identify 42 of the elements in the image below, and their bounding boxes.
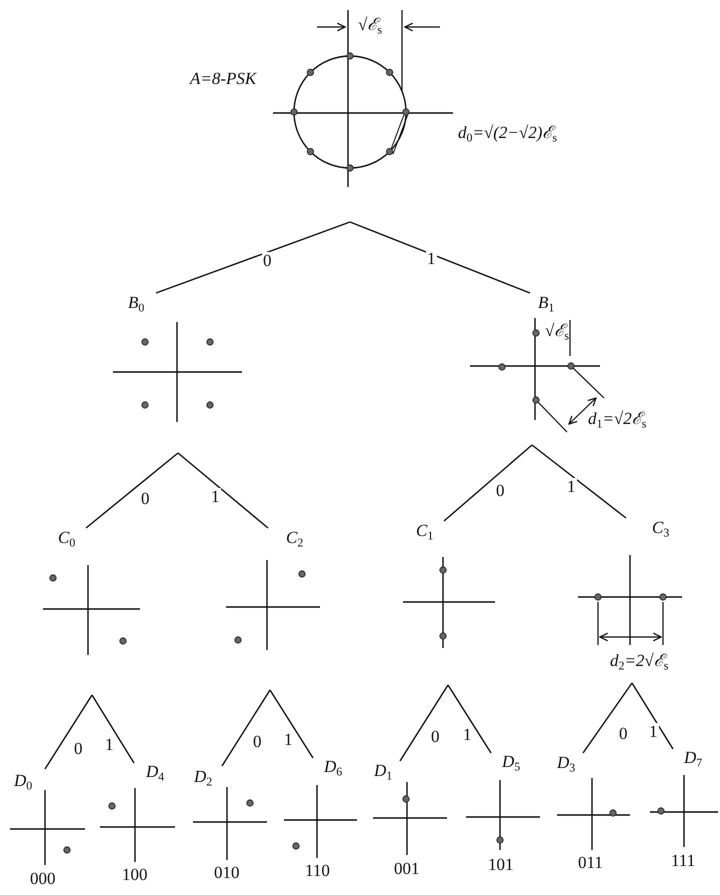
tree-branch — [582, 682, 633, 754]
subset-label: B$_{0}$ — [128, 294, 144, 315]
tree-branch — [447, 684, 492, 754]
subset-label: D$_{6}$ — [324, 758, 342, 779]
bit-label: 001 — [394, 860, 420, 879]
subset-label: B$_{1}$ — [538, 294, 554, 315]
subset-label: A=8-PSK — [190, 70, 256, 89]
bit-label: 000 — [30, 870, 56, 889]
tree-branch — [91, 694, 135, 764]
subset-label: D$_{5}$ — [502, 753, 520, 774]
subset-label: C$_{1}$ — [416, 522, 434, 543]
tree-branch — [86, 452, 178, 529]
bit-label: 100 — [122, 866, 148, 885]
subset-label: D$_{2}$ — [194, 768, 212, 789]
tree-branch — [532, 444, 626, 519]
tree-branch — [399, 684, 449, 762]
subset-label: C$_{3}$ — [652, 519, 670, 540]
subset-label: D$_{0}$ — [14, 772, 32, 793]
tree-branch — [631, 682, 674, 750]
tree-branch — [350, 221, 530, 294]
subset-label: D$_{3}$ — [557, 754, 576, 775]
bit-label: 010 — [214, 864, 240, 883]
subset-label: D$_{1}$ — [374, 762, 392, 783]
tree-branch — [156, 221, 350, 294]
tree-branch — [269, 690, 314, 758]
bit-label: 111 — [671, 852, 696, 871]
tree-branch — [44, 694, 93, 770]
bit-label: 011 — [578, 854, 603, 873]
tree-branch — [221, 690, 271, 766]
distance-label: d$_{1}$=√2ℰ$_{s}$ — [588, 410, 646, 431]
distance-label: √ℰ$_{s}$ — [545, 322, 569, 343]
tree-branch — [178, 452, 268, 529]
tree-branch — [444, 444, 532, 522]
subset-label: D$_{4}$ — [146, 763, 164, 784]
distance-label: d$_{2}$=2√ℰ$_{s}$ — [610, 652, 668, 673]
subset-label: D$_{7}$ — [684, 749, 702, 770]
bit-label: 101 — [488, 856, 514, 875]
bit-label: 110 — [305, 862, 330, 881]
subset-label: C$_{2}$ — [286, 529, 304, 550]
subset-label: C$_{0}$ — [58, 529, 76, 550]
distance-label: d$_{0}$=√(2−√2)ℰ$_{s}$ — [458, 124, 558, 145]
distance-label: √ℰ$_{s}$ — [358, 16, 382, 37]
